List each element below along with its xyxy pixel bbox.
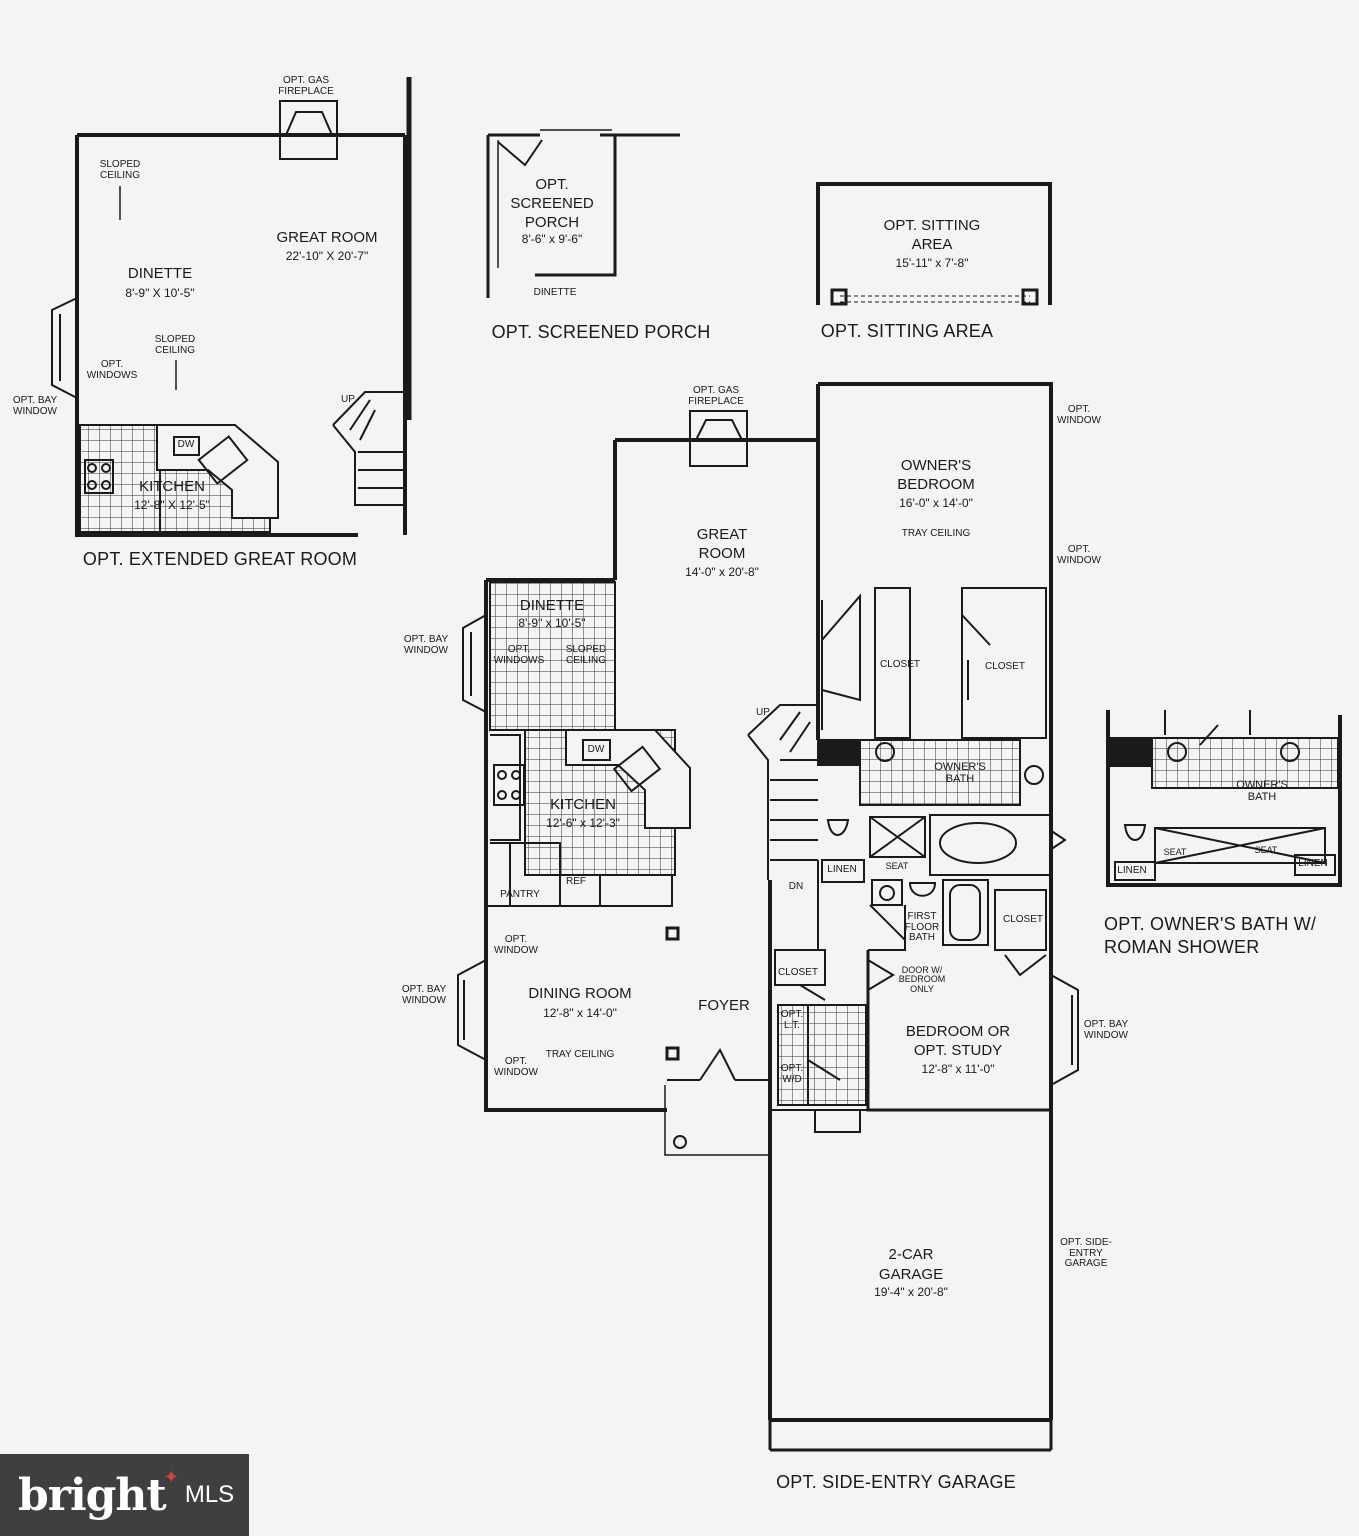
dining-opt-window-2-label: OPT. WINDOW (494, 1056, 538, 1078)
roman-linen-2-label: LINEN (1298, 858, 1328, 869)
ext-sloped-ceiling-2-label: SLOPED CEILING (154, 334, 196, 356)
roman-shower-bath-plan (1106, 710, 1342, 887)
foyer-label: FOYER (698, 997, 750, 1014)
sitting-title: OPT. SITTING AREA (883, 217, 981, 253)
main-fireplace-label: OPT. GAS FIREPLACE (688, 385, 744, 407)
main-opt-windows-label: OPT. WINDOWS (493, 644, 545, 666)
owners-bedroom-tray-label: TRAY CEILING (901, 528, 971, 539)
ext-dinette-label: DINETTE (127, 265, 193, 282)
garage-dim: 19'-4" x 20'-8" (874, 1285, 948, 1299)
closet-2-label: CLOSET (984, 661, 1026, 672)
ext-caption: OPT. EXTENDED GREAT ROOM (82, 549, 358, 569)
opt-window-1-label: OPT. WINDOW (1057, 404, 1101, 426)
roman-caption-line1: OPT. OWNER'S BATH W/ (1104, 914, 1317, 934)
bright-mls-logo: bright ✦ MLS (0, 1454, 249, 1536)
door-note-label: DOOR W/ BEDROOM ONLY (898, 965, 946, 994)
owners-bath-label: OWNER'S BATH (934, 761, 986, 785)
dn-label: DN (788, 881, 804, 892)
main-floor-plan (457, 382, 1079, 1452)
sitting-area-plan (816, 182, 1052, 306)
roman-caption-line2: ROMAN SHOWER (1104, 937, 1260, 958)
screened-porch-plan (486, 129, 680, 298)
opt-window-2-label: OPT. WINDOW (1057, 544, 1101, 566)
roman-owners-bath-label: OWNER'S BATH (1236, 779, 1288, 803)
main-sloped-label: SLOPED CEILING (565, 644, 607, 666)
ext-fireplace-label: OPT. GAS FIREPLACE (278, 75, 334, 97)
main-dinette-label: DINETTE (519, 597, 585, 614)
main-caption: OPT. SIDE-ENTRY GARAGE (776, 1472, 1016, 1492)
porch-dim: 8'-6" x 9'-6" (521, 232, 583, 246)
ext-great-room-dim: 22'-10" X 20'-7" (285, 249, 369, 263)
ext-kitchen-dim: 12'-8" X 12'-5" (134, 498, 210, 512)
porch-title: OPT. SCREENED PORCH (510, 176, 594, 231)
main-dw-label: DW (587, 744, 605, 755)
roman-caption: OPT. OWNER'S BATH W/ ROMAN SHOWER (1104, 913, 1316, 960)
main-linen-label: LINEN (827, 864, 857, 875)
main-up-label: UP (756, 707, 770, 718)
dining-tray-label: TRAY CEILING (545, 1049, 615, 1060)
main-kitchen-dim: 12'-6" x 12'-3" (546, 816, 620, 830)
garage-label: 2-CAR GARAGE (878, 1246, 944, 1283)
logo-suffix: MLS (184, 1481, 235, 1508)
owners-bedroom-label: OWNER'S BEDROOM (897, 457, 975, 493)
main-seat-label: SEAT (885, 861, 909, 871)
closet-4-label: CLOSET (777, 967, 819, 978)
ext-bay-window-label: OPT. BAY WINDOW (12, 395, 58, 417)
porch-dinette-label: DINETTE (533, 287, 577, 298)
sitting-dim: 15'-11" x 7'-8" (895, 256, 969, 270)
main-dinette-dim: 8'-9" x 10'-5" (518, 616, 586, 630)
closet-3-label: CLOSET (1002, 914, 1044, 925)
ext-great-room-label: GREAT ROOM (276, 229, 378, 246)
bedroom-dim: 12'-8" x 11'-0" (921, 1062, 995, 1076)
main-bay-3-label: OPT. BAY WINDOW (1083, 1019, 1129, 1041)
roman-linen-1-label: LINEN (1117, 865, 1147, 876)
ext-up-label: UP (341, 394, 355, 405)
main-bay-1-label: OPT. BAY WINDOW (403, 634, 449, 656)
ext-dinette-dim: 8'-9" X 10'-5" (125, 286, 195, 300)
porch-caption: OPT. SCREENED PORCH (491, 322, 711, 342)
opt-wd-label: OPT. W/D (780, 1063, 804, 1085)
logo-brand: bright (18, 1469, 167, 1521)
closet-1-label: CLOSET (879, 659, 921, 670)
main-bay-2-label: OPT. BAY WINDOW (401, 984, 447, 1006)
bedroom-label: BEDROOM OR OPT. STUDY (905, 1023, 1011, 1059)
owners-bedroom-dim: 16'-0" x 14'-0" (899, 496, 973, 510)
main-kitchen-label: KITCHEN (550, 796, 616, 813)
logo-star-icon: ✦ (163, 1466, 179, 1487)
main-great-room-label: GREAT ROOM (696, 526, 748, 562)
sitting-caption: OPT. SITTING AREA (820, 321, 994, 341)
side-entry-label: OPT. SIDE-ENTRY GARAGE (1060, 1237, 1112, 1269)
dining-opt-window-1-label: OPT. WINDOW (494, 934, 538, 956)
pantry-label: PANTRY (500, 889, 540, 900)
first-floor-bath-label: FIRST FLOOR BATH (904, 911, 940, 943)
main-great-room-dim: 14'-0" x 20'-8" (685, 565, 759, 579)
roman-seat-2-label: SEAT (1254, 845, 1278, 855)
ext-sloped-ceiling-label: SLOPED CEILING (99, 159, 141, 181)
dining-room-dim: 12'-8" x 14'-0" (543, 1006, 617, 1020)
ext-dw-label: DW (177, 439, 195, 450)
dining-room-label: DINING ROOM (528, 985, 632, 1002)
opt-lt-label: OPT. L.T. (780, 1009, 804, 1031)
roman-seat-1-label: SEAT (1163, 847, 1187, 857)
ref-label: REF (566, 876, 586, 887)
extended-great-room-plan (51, 77, 412, 537)
ext-windows-label: OPT. WINDOWS (86, 359, 138, 381)
ext-kitchen-label: KITCHEN (139, 478, 205, 495)
